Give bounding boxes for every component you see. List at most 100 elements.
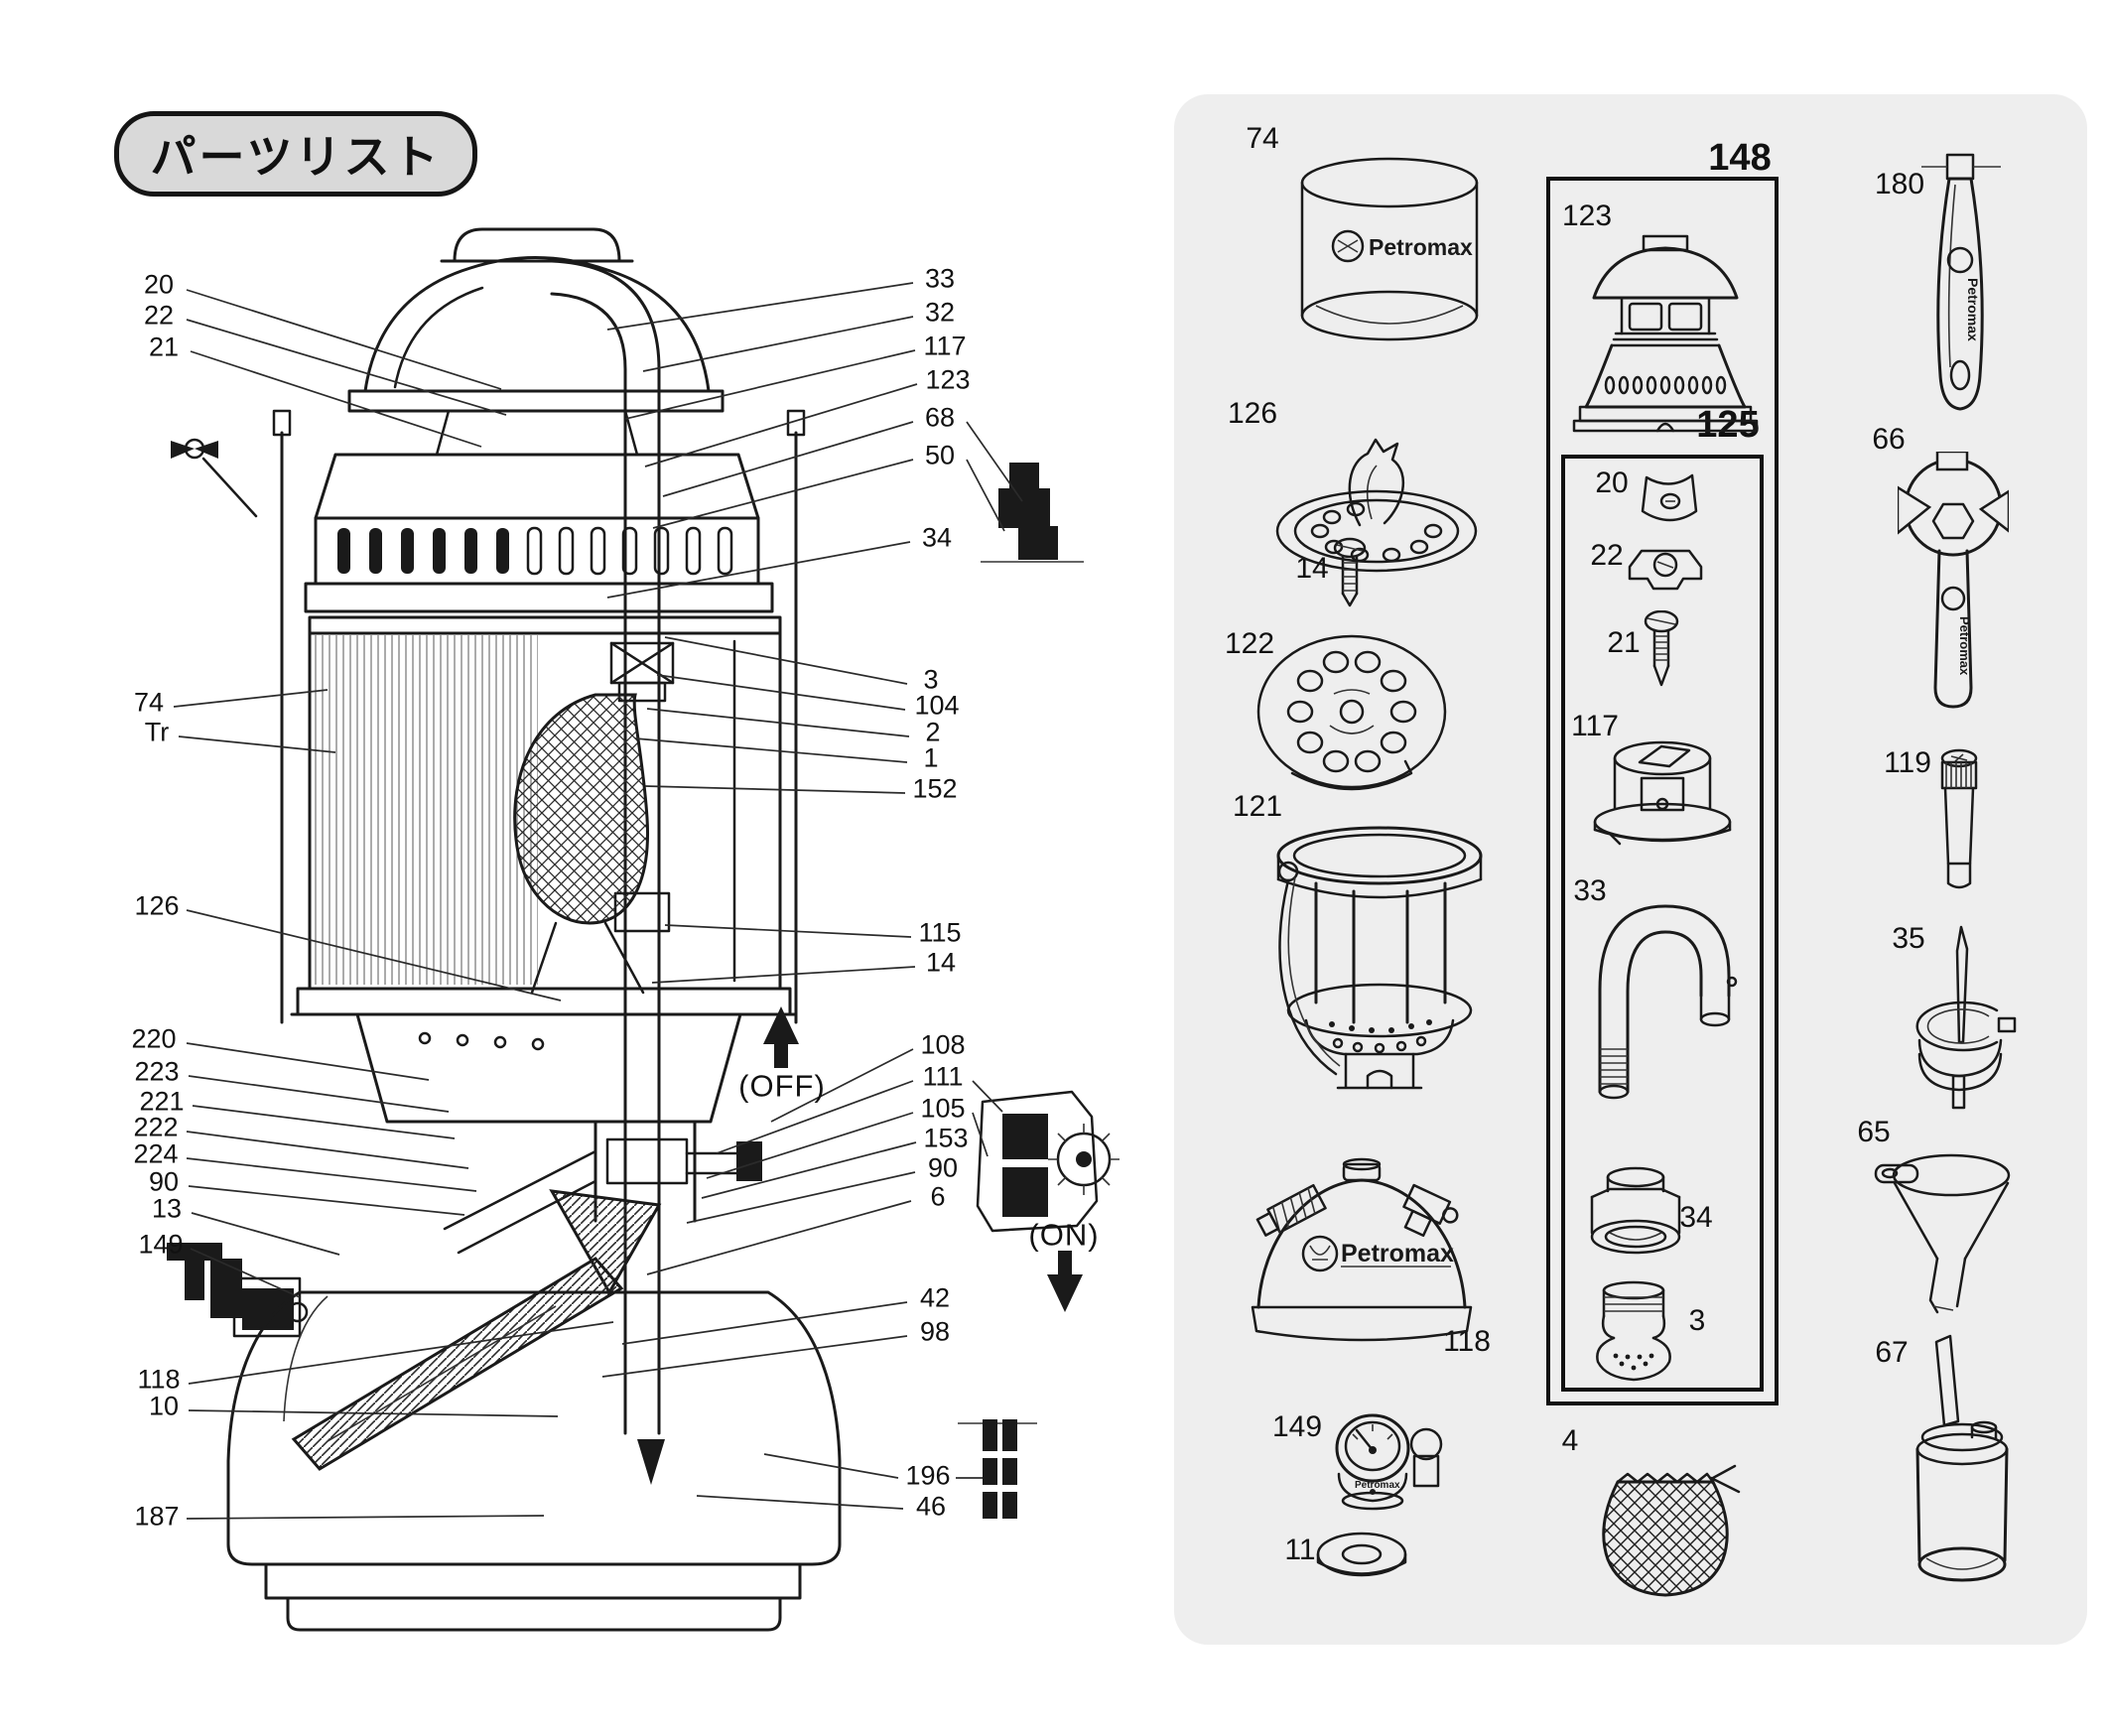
callout-label-223: 223 bbox=[134, 1056, 180, 1087]
chimney-cap bbox=[440, 227, 634, 263]
panel-item-label-11: 11 bbox=[1284, 1534, 1316, 1566]
callout-leader-lines bbox=[173, 282, 1023, 1520]
callout-label-14: 14 bbox=[925, 947, 957, 978]
callout-label-123: 123 bbox=[925, 364, 971, 395]
callout-label-149: 149 bbox=[138, 1229, 184, 1260]
part-180-handle-tool: Petromax bbox=[1915, 149, 2007, 422]
svg-text:Petromax: Petromax bbox=[1341, 1240, 1454, 1268]
callout-label-22: 22 bbox=[143, 300, 175, 331]
panel-item-label-121: 121 bbox=[1232, 790, 1283, 823]
group-box-148-label: 148 bbox=[1708, 137, 1772, 179]
part-121-glass-holder bbox=[1268, 814, 1492, 1097]
panel-item-label-122: 122 bbox=[1224, 627, 1275, 660]
part-34-ring-nut bbox=[1580, 1161, 1691, 1261]
nut-plate-icon bbox=[1628, 549, 1703, 591]
tapping-screw-icon bbox=[1644, 610, 1679, 687]
funnel-icon bbox=[1874, 1153, 2011, 1314]
callout-label-6: 6 bbox=[930, 1181, 946, 1212]
callout-label-74: 74 bbox=[133, 687, 165, 718]
callout-label-13: 13 bbox=[151, 1193, 183, 1224]
callout-label-153: 153 bbox=[923, 1123, 969, 1153]
callout-label-108: 108 bbox=[920, 1029, 966, 1060]
callout-label-152: 152 bbox=[912, 773, 958, 804]
washer-icon bbox=[1316, 1532, 1407, 1577]
perforated-disc-icon bbox=[1256, 634, 1447, 791]
panel-item-label-34: 34 bbox=[1679, 1201, 1713, 1234]
callout-label-Tr: Tr bbox=[144, 717, 170, 747]
group-box-125 bbox=[1561, 455, 1764, 1392]
multi-wrench-icon: Petromax bbox=[1898, 452, 2009, 709]
mid-frame bbox=[355, 1012, 742, 1124]
part-20-clip bbox=[1633, 462, 1707, 536]
part-66-multi-wrench: Petromax bbox=[1898, 452, 2009, 715]
preheat-jar-icon bbox=[1915, 1334, 2009, 1582]
panel-item-label-67: 67 bbox=[1875, 1336, 1909, 1369]
callout-label-187: 187 bbox=[134, 1501, 180, 1532]
panel-item-label-20: 20 bbox=[1595, 467, 1629, 499]
panel-item-label-117: 117 bbox=[1571, 710, 1619, 742]
part-149-pump-gauge: Petromax bbox=[1315, 1404, 1449, 1514]
svg-text:Petromax: Petromax bbox=[1355, 1480, 1400, 1491]
part-14-screw bbox=[1328, 536, 1372, 610]
callout-label-115: 115 bbox=[918, 917, 962, 948]
page-title: パーツリスト bbox=[114, 111, 477, 197]
burner-icon bbox=[1572, 234, 1759, 433]
part-118-tank: Petromax bbox=[1241, 1156, 1484, 1350]
panel-item-label-35: 35 bbox=[1892, 922, 1925, 955]
glass-holder-icon bbox=[1276, 826, 1483, 1090]
part-4-mantle bbox=[1586, 1454, 1745, 1598]
part-67-preheat-jar bbox=[1911, 1330, 2012, 1590]
clip-icon bbox=[1641, 473, 1698, 522]
panel-item-label-74: 74 bbox=[1246, 122, 1279, 155]
part-119-graphite-stick bbox=[1933, 746, 1985, 895]
part-126-flame-plate bbox=[1272, 432, 1486, 576]
callout-label-222: 222 bbox=[133, 1112, 179, 1142]
part-22-nut-plate bbox=[1620, 541, 1711, 599]
callout-label-118: 118 bbox=[137, 1364, 181, 1395]
part-3-nozzle bbox=[1584, 1278, 1685, 1383]
part-35-needle-clamp bbox=[1898, 923, 2019, 1112]
filler-funnel bbox=[549, 1189, 662, 1296]
nozzle-icon bbox=[1596, 1280, 1671, 1382]
callout-label-10: 10 bbox=[148, 1391, 180, 1421]
callout-label-2: 2 bbox=[925, 717, 941, 747]
callout-label-42: 42 bbox=[919, 1282, 951, 1313]
callout-label-111: 111 bbox=[922, 1061, 964, 1092]
pump-valve-knob bbox=[167, 1243, 309, 1338]
part-11-washer bbox=[1312, 1529, 1411, 1588]
vent-hood bbox=[347, 256, 725, 457]
callout-label-196: 196 bbox=[905, 1460, 951, 1491]
pump-gauge-icon: Petromax bbox=[1335, 1413, 1443, 1511]
callout-label-90: 90 bbox=[148, 1166, 180, 1197]
callout-label-104: 104 bbox=[914, 690, 960, 721]
panel-item-label-123: 123 bbox=[1561, 200, 1613, 232]
panel-item-label-66: 66 bbox=[1872, 423, 1906, 456]
frame-rods bbox=[272, 409, 806, 1024]
detail-part-196 bbox=[958, 1419, 1037, 1519]
callout-label-46: 46 bbox=[915, 1491, 947, 1522]
callout-label-32: 32 bbox=[924, 297, 956, 328]
on-arrow-icon bbox=[1047, 1251, 1083, 1312]
callout-label-3: 3 bbox=[923, 664, 939, 695]
off-label: (OFF) bbox=[738, 1068, 826, 1104]
page-title-text: パーツリスト bbox=[150, 131, 442, 183]
glass-cylinder bbox=[290, 615, 798, 1016]
pump-rod bbox=[291, 1257, 624, 1471]
callout-label-68: 68 bbox=[924, 402, 956, 433]
panel-item-label-4: 4 bbox=[1561, 1424, 1579, 1457]
flame-plate-icon bbox=[1275, 438, 1478, 573]
handle-tool-icon: Petromax bbox=[1921, 153, 2001, 411]
svg-text:Petromax: Petromax bbox=[1369, 234, 1473, 260]
callout-label-105: 105 bbox=[920, 1093, 966, 1124]
on-label: (ON) bbox=[1028, 1217, 1100, 1253]
upper-body-vents bbox=[304, 453, 774, 613]
group-box-148 bbox=[1546, 177, 1779, 1405]
part-123-burner bbox=[1566, 230, 1765, 444]
part-74-glass: Petromax bbox=[1290, 151, 1489, 344]
tank-icon: Petromax bbox=[1251, 1157, 1473, 1342]
part-33-u-pipe bbox=[1578, 878, 1749, 1132]
detail-valve-68 bbox=[981, 463, 1084, 563]
panel-item-label-14: 14 bbox=[1295, 552, 1329, 585]
nozzle-holder-icon bbox=[1593, 740, 1732, 846]
